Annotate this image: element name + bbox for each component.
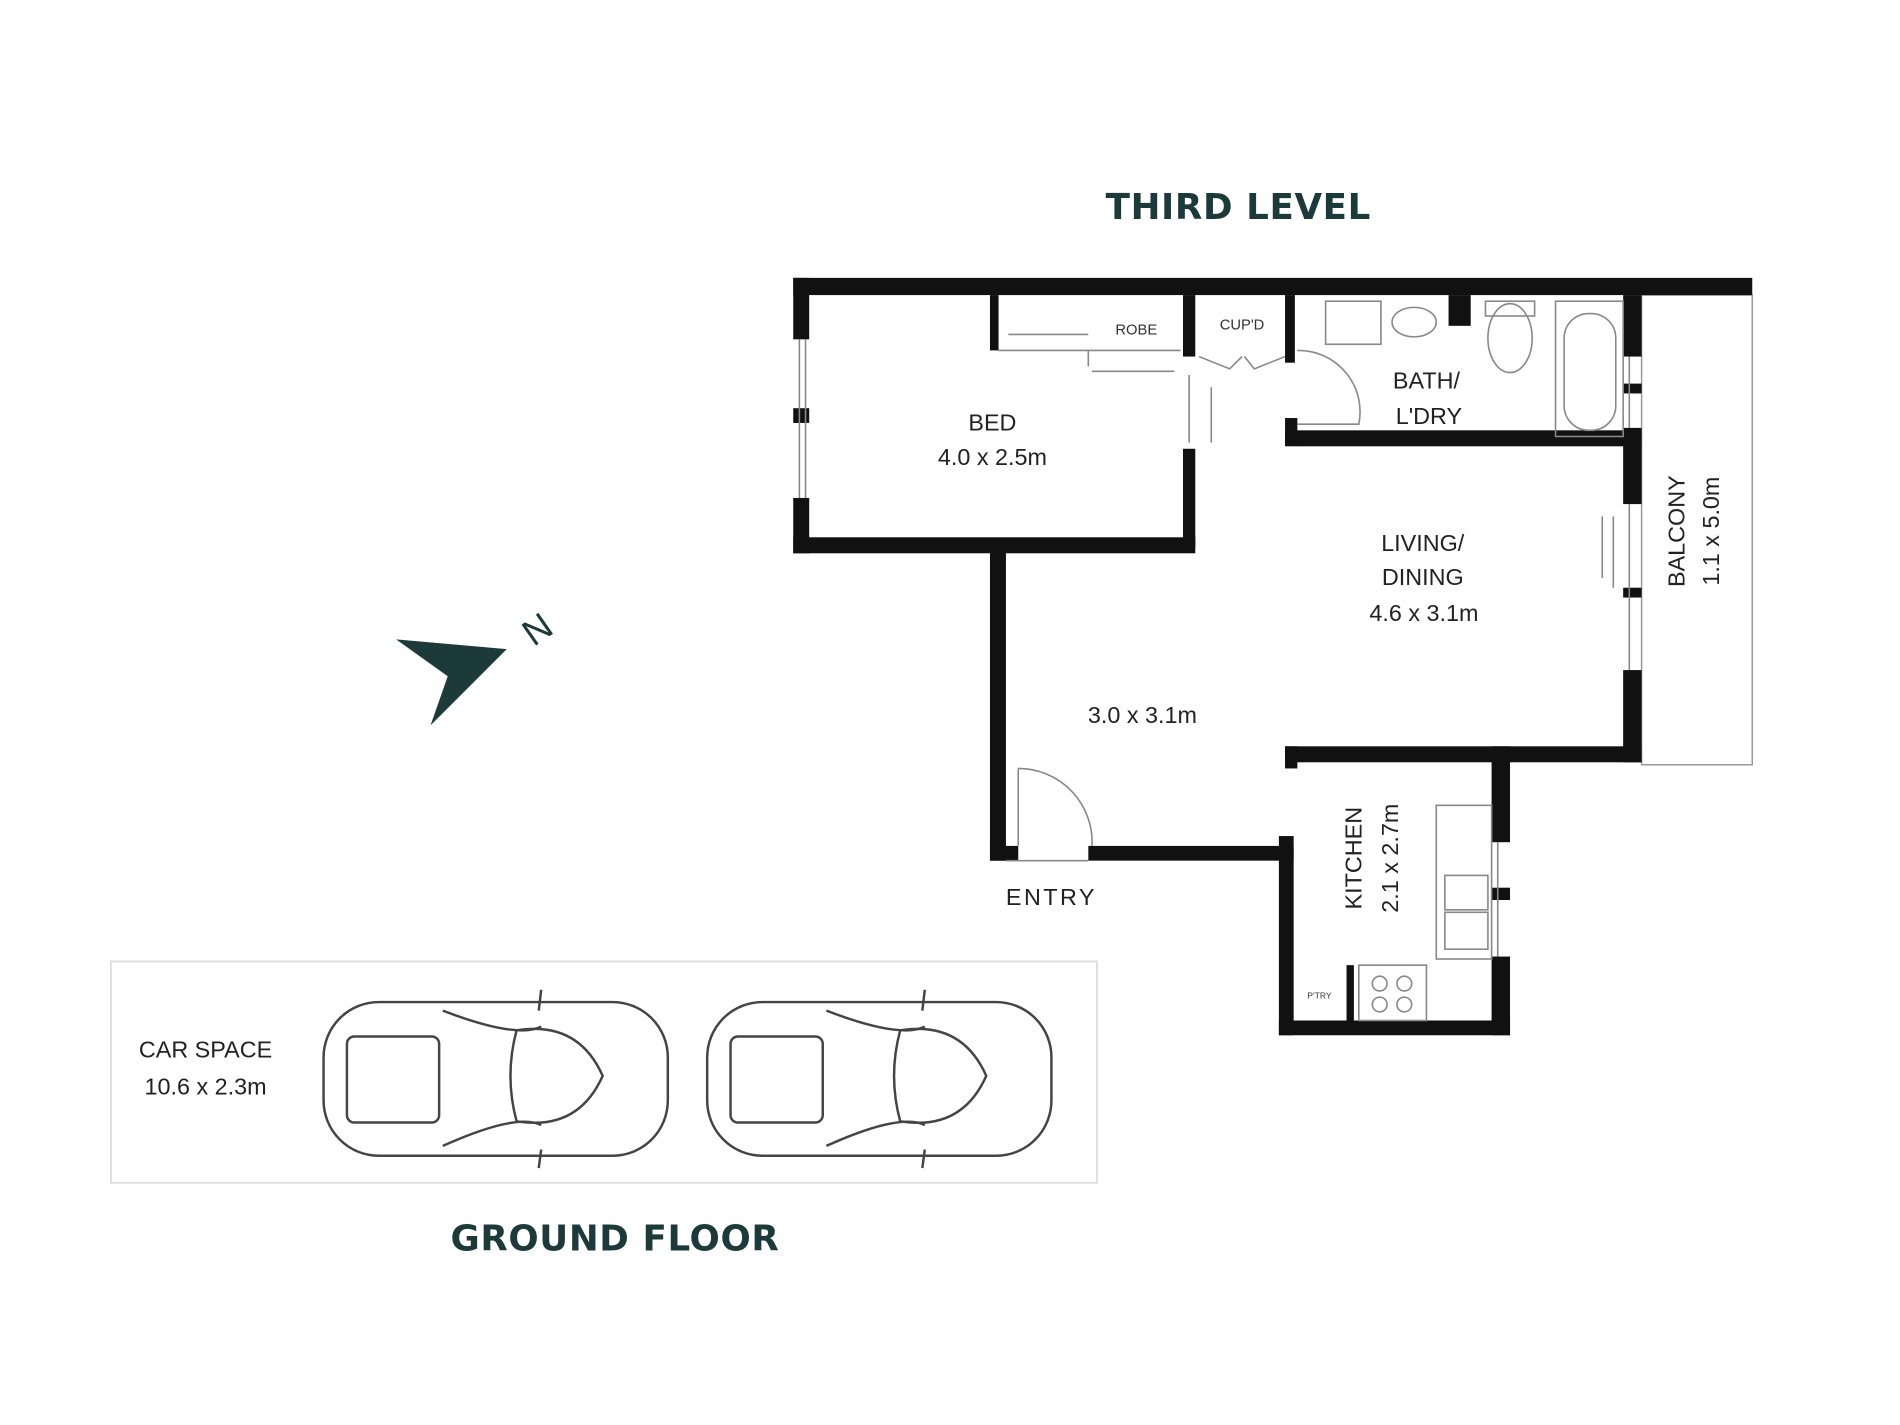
kitchen-size: 2.1 x 2.7m xyxy=(1377,804,1403,913)
bath-label-2: L'DRY xyxy=(1396,403,1463,429)
living-label-2: DINING xyxy=(1382,564,1464,590)
balcony-label: BALCONY xyxy=(1664,475,1690,587)
living-label-1: LIVING/ xyxy=(1381,530,1465,556)
north-compass-icon: N xyxy=(396,605,560,726)
car-icon xyxy=(322,989,670,1169)
north-label: N xyxy=(515,605,560,654)
car-space-size: 10.6 x 2.3m xyxy=(145,1073,267,1099)
living-size: 4.6 x 3.1m xyxy=(1369,600,1478,626)
ground-floor-title: GROUND FLOOR xyxy=(450,1218,779,1259)
car-space-box xyxy=(109,960,1098,1184)
car-icon xyxy=(705,989,1053,1169)
hall-size: 3.0 x 3.1m xyxy=(1088,702,1197,728)
balcony-outline xyxy=(1640,294,1753,766)
cupboard-label: CUP'D xyxy=(1220,318,1265,334)
fixtures xyxy=(798,300,1631,1022)
pantry-label: P'TRY xyxy=(1307,990,1332,1000)
walls xyxy=(793,277,1753,1036)
robe-label: ROBE xyxy=(1115,322,1157,338)
car-space-label: CAR SPACE xyxy=(139,1036,272,1062)
entry-label: ENTRY xyxy=(1006,884,1097,910)
balcony-size: 1.1 x 5.0m xyxy=(1698,477,1724,586)
third-level-title: THIRD LEVEL xyxy=(1106,187,1371,228)
bed-label: BED xyxy=(968,409,1016,435)
bed-size: 4.0 x 2.5m xyxy=(938,444,1047,470)
bath-label-1: BATH/ xyxy=(1393,368,1461,394)
kitchen-label: KITCHEN xyxy=(1340,807,1366,910)
